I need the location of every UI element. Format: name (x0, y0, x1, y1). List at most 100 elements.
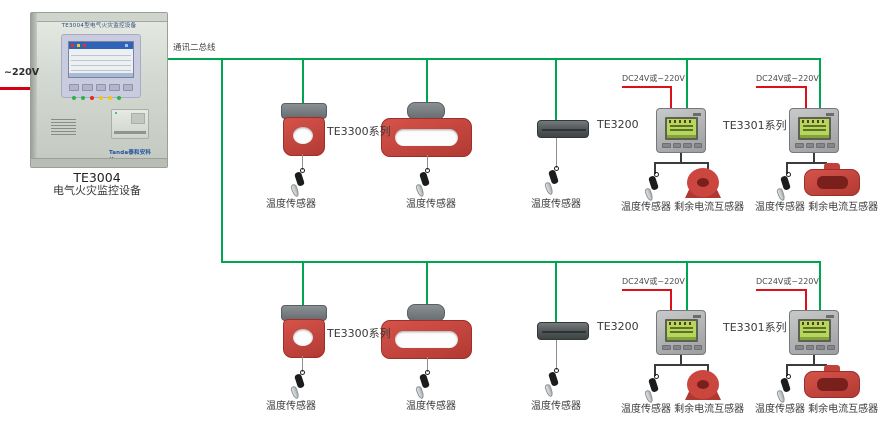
lcd-text (803, 327, 826, 329)
panel-button (69, 84, 80, 91)
ct-slot (817, 176, 848, 189)
panel-speaker-grille (51, 119, 76, 135)
panel-buttons (69, 84, 134, 91)
fault-icon (83, 44, 86, 47)
printer-window (131, 113, 145, 124)
connector (813, 355, 815, 364)
screen-row (71, 70, 131, 71)
te3301-monitor (789, 310, 839, 355)
led-green (117, 96, 121, 100)
te3200-slot (542, 129, 586, 131)
temp-sensor-label: 温度传感器 (406, 199, 456, 210)
monitor-tag (826, 315, 834, 318)
mains-label: ~220V (4, 67, 40, 78)
menu-icon (125, 44, 128, 47)
ct-slot (817, 378, 848, 391)
sensor-wire (302, 154, 303, 170)
power-line (622, 86, 672, 88)
lcd-icons (802, 322, 827, 325)
panel-lid (31, 13, 167, 22)
temp-sensor-label: 温度传感器 (266, 199, 316, 210)
ring-ct-hole (293, 127, 313, 144)
residual-ct-round (685, 370, 721, 400)
screen-row (71, 65, 131, 66)
connector (786, 162, 826, 164)
panel-header-label: TE3004型电气火灾监控设备 (61, 23, 137, 29)
residual-ct-oval (804, 163, 860, 196)
bus-label: 通讯二总线 (173, 43, 216, 53)
printer-slot (114, 131, 146, 134)
connector (786, 162, 788, 174)
connector (786, 364, 826, 366)
panel-screen (68, 41, 134, 78)
temp-probe (643, 374, 663, 406)
combined-sensor-label: 温度传感器 剩余电流互感器 (755, 404, 879, 415)
panel-button (122, 84, 134, 91)
sensor-wire (302, 356, 303, 372)
power-line (756, 289, 807, 291)
power-label: DC24V或~220V (756, 74, 819, 83)
lcd-text (803, 331, 826, 333)
lcd-text (670, 129, 693, 131)
power-line (670, 86, 672, 108)
alarm-icon (71, 44, 74, 47)
te3301-monitor (789, 108, 839, 153)
monitor-lcd (665, 319, 698, 342)
temp-probe (289, 370, 309, 402)
ct-tab (824, 365, 840, 374)
bus-drop (302, 263, 304, 307)
lcd-text (670, 331, 693, 333)
printer-led (115, 112, 117, 114)
monitor-lcd (798, 117, 831, 140)
bus-drop (686, 60, 688, 108)
te3200-module (537, 120, 589, 138)
temp-sensor-label: 温度传感器 (406, 401, 456, 412)
monitor-tag (693, 315, 701, 318)
led-green (72, 96, 76, 100)
bus-drop (819, 58, 821, 108)
panel-display-bezel (61, 34, 141, 101)
power-line (670, 289, 672, 310)
panel-side-edge (31, 13, 37, 167)
lcd-bottom-bar (800, 135, 829, 138)
lcd-text (803, 125, 826, 127)
panel-printer (111, 109, 149, 139)
power-line (805, 289, 807, 310)
ct-tab (824, 163, 840, 172)
power-label: DC24V或~220V (622, 74, 685, 83)
monitor-buttons (662, 143, 702, 148)
connector (680, 153, 682, 162)
led-yellow (99, 96, 103, 100)
power-line (756, 86, 807, 88)
te3301-monitor (656, 310, 706, 355)
ring-ct-hole (293, 329, 313, 346)
lcd-text (803, 129, 826, 131)
panel-leds (72, 96, 138, 101)
sensor-wire (427, 155, 428, 170)
te3200-label: TE3200 (597, 118, 639, 131)
monitor-lcd (665, 117, 698, 140)
connector (654, 162, 708, 164)
sensor-wire (556, 138, 557, 168)
temp-probe (543, 166, 563, 198)
temp-probe (543, 368, 563, 400)
bus-drop (302, 60, 304, 105)
bus-drop (686, 263, 688, 310)
monitor-buttons (795, 143, 835, 148)
panel-button (82, 84, 93, 91)
temp-sensor-label: 温度传感器 (531, 199, 581, 210)
series-label-te3300: TE3300系列 (327, 327, 391, 340)
bus-drop (819, 261, 821, 310)
ct-ring (687, 168, 719, 197)
panel-base (31, 158, 167, 167)
temp-sensor-label: 温度传感器 (531, 401, 581, 412)
temp-sensor-label: 温度传感器 (266, 401, 316, 412)
power-label: DC24V或~220V (622, 277, 685, 286)
monitor-tag (826, 113, 834, 116)
lcd-text (670, 327, 693, 329)
lcd-icons (802, 120, 827, 123)
oval-ct-slot (395, 129, 458, 146)
lcd-bottom-bar (800, 337, 829, 340)
connector (654, 364, 708, 366)
